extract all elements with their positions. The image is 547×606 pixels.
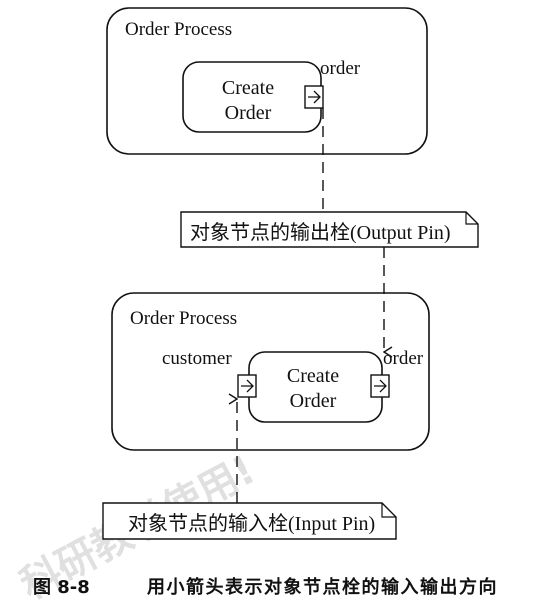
top-create-order-action: Create Order xyxy=(182,61,322,133)
top-activity: Order Process Create Order order xyxy=(106,7,428,155)
pin-arrow-icon xyxy=(374,379,387,393)
top-activity-title: Order Process xyxy=(125,19,232,40)
figure-caption-text: 用小箭头表示对象节点栓的输入输出方向 xyxy=(147,576,498,598)
bottom-activity-frame xyxy=(111,292,430,451)
top-output-pin xyxy=(304,85,324,109)
output-pin-note: 对象节点的输出栓(Output Pin) xyxy=(180,211,479,248)
figure-number: 图 8-8 xyxy=(33,577,90,598)
pin-arrow-icon xyxy=(241,379,254,393)
top-output-pin-label: order xyxy=(320,58,361,79)
top-action-label-line2: Order xyxy=(225,102,272,124)
input-pin-note-text: 对象节点的输入栓(Input Pin) xyxy=(128,512,375,535)
pin-arrow-icon xyxy=(308,90,321,104)
bottom-action-label-line1: Create xyxy=(287,365,339,387)
input-pin-note: 对象节点的输入栓(Input Pin) xyxy=(102,502,397,540)
output-pin-note-text: 对象节点的输出栓(Output Pin) xyxy=(190,221,451,244)
bottom-input-pin-label: customer xyxy=(162,348,232,369)
top-action-label-line1: Create xyxy=(222,77,274,99)
bottom-activity: Order Process Create Order customer orde… xyxy=(111,292,430,451)
top-activity-frame xyxy=(106,7,428,155)
bottom-input-pin xyxy=(237,374,257,398)
bottom-create-order-action: Create Order xyxy=(248,351,383,423)
bottom-output-pin-label: order xyxy=(383,348,424,369)
figure-caption: 图 8-8 用小箭头表示对象节点栓的输入输出方向 xyxy=(33,576,498,598)
bottom-action-label-line2: Order xyxy=(290,390,337,412)
bottom-activity-title: Order Process xyxy=(130,308,237,329)
bottom-output-pin xyxy=(370,374,390,398)
